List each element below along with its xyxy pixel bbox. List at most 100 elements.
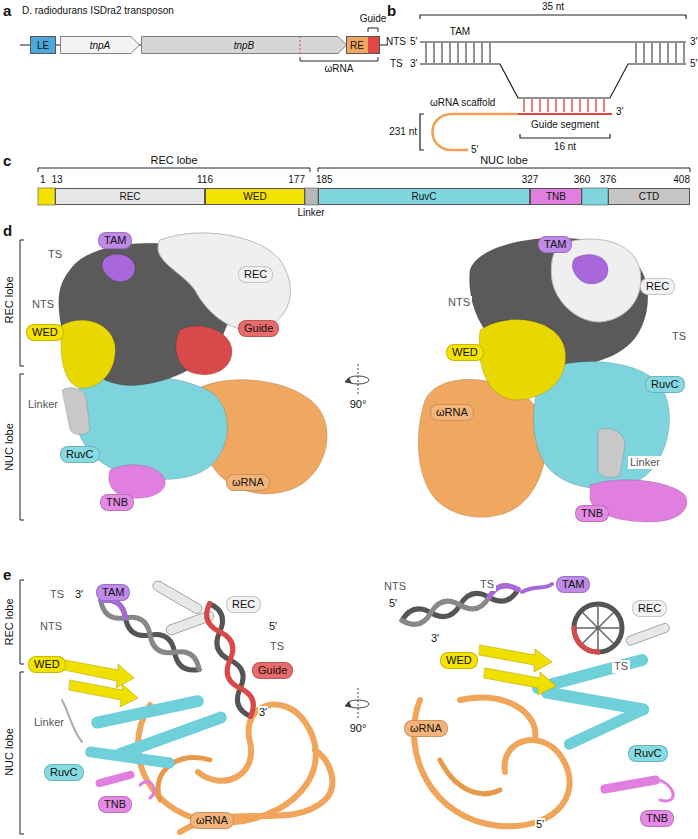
path-shape xyxy=(20,240,24,520)
node-text: tnpB xyxy=(234,40,255,51)
rect-shape xyxy=(305,188,318,205)
residue-number: 360 xyxy=(574,174,591,186)
lobe-label: REC lobe xyxy=(3,276,16,323)
path-shape xyxy=(400,582,520,628)
lobe-label: NUC lobe xyxy=(3,423,16,471)
path-shape xyxy=(345,702,351,707)
label-pill: TAM xyxy=(98,232,132,249)
node-text: REC xyxy=(244,268,267,280)
path-shape xyxy=(140,782,154,798)
strand-name: NTS xyxy=(38,620,64,633)
strand-name: TS xyxy=(390,58,403,70)
node-text: TAM xyxy=(104,234,126,246)
node-text: Guide xyxy=(244,322,273,334)
path-shape xyxy=(576,606,620,650)
label-pill: REC xyxy=(640,278,675,295)
node-text: TAM xyxy=(102,586,124,598)
label-pill: WED xyxy=(446,344,484,361)
label-pill: TNB xyxy=(98,796,132,813)
rect-shape xyxy=(582,188,608,205)
path-shape xyxy=(440,760,500,794)
lobe-label: NUC lobe xyxy=(480,154,528,167)
path-shape xyxy=(420,64,686,98)
node-text: TAM xyxy=(562,578,584,590)
node-text: REC xyxy=(232,598,255,610)
label-pill: TAM xyxy=(556,576,590,593)
node-text: REC xyxy=(646,280,669,292)
label-pill: RuvC xyxy=(645,376,685,393)
end-mark: 5′ xyxy=(535,818,545,831)
rna-label: Guide segment xyxy=(531,119,599,131)
node-text: LE xyxy=(37,40,49,51)
path-shape xyxy=(158,233,290,331)
residue-number: 185 xyxy=(316,174,333,186)
node-text: WED xyxy=(446,654,472,666)
node-text: REC xyxy=(638,602,661,614)
label-pill: REC xyxy=(238,266,273,283)
node-text: TAM xyxy=(544,238,566,250)
panel-letter: a xyxy=(3,2,11,20)
end-mark: 5′ xyxy=(268,620,278,633)
strand-name: NTS xyxy=(30,298,56,311)
domain-segment: WED xyxy=(205,188,305,205)
domain-label: Linker xyxy=(26,398,60,411)
path-shape xyxy=(479,320,566,400)
end-mark: 3′ xyxy=(616,106,623,118)
node-text: WED xyxy=(32,326,58,338)
path-shape xyxy=(358,364,359,396)
path-shape xyxy=(414,700,570,826)
domain-segment: TNB xyxy=(530,188,582,205)
circle-shape xyxy=(574,604,622,652)
rect-shape xyxy=(38,188,55,205)
label-pill: WED xyxy=(440,652,478,669)
path-shape xyxy=(300,57,378,61)
label-pill: TNB xyxy=(575,505,609,522)
path-shape xyxy=(358,688,359,720)
end-mark: 3′ xyxy=(690,36,697,48)
label-pill: TNB xyxy=(100,494,134,511)
end-mark: 5′ xyxy=(690,58,697,70)
rotation-symbols xyxy=(345,364,369,720)
path-shape xyxy=(418,379,546,517)
gene-arrow: tnpB xyxy=(141,36,347,54)
panel-title: D. radiodurans ISDra2 transposon xyxy=(22,5,174,17)
bracket-label: ωRNA xyxy=(325,63,354,75)
node-text: WED xyxy=(452,346,478,358)
path-shape xyxy=(345,378,351,383)
path-shape xyxy=(420,114,424,150)
residue-number: 1 xyxy=(40,174,46,186)
bracket-label: Guide xyxy=(360,13,387,25)
path-shape xyxy=(74,375,227,479)
end-mark: 5′ xyxy=(410,36,417,48)
node-text: REC xyxy=(119,191,140,202)
path-shape xyxy=(460,697,535,740)
panel-letter: c xyxy=(3,152,11,170)
label-pill: ωRNA xyxy=(190,812,234,829)
path-shape xyxy=(598,428,625,477)
rect-shape xyxy=(600,775,661,794)
path-shape xyxy=(202,601,257,719)
path-shape xyxy=(202,601,257,719)
end-mark: 5′ xyxy=(471,144,478,156)
panel-letter: b xyxy=(387,2,396,20)
rect-shape xyxy=(151,579,204,615)
path-shape xyxy=(180,750,332,832)
length-label: 16 nt xyxy=(554,141,576,153)
path-shape xyxy=(522,584,552,592)
node-text: RuvC xyxy=(50,766,78,778)
node-text: RuvC xyxy=(634,747,662,759)
path-shape xyxy=(62,388,90,435)
label-pill: ωRNA xyxy=(226,474,270,491)
end-mark: 3′ xyxy=(410,58,417,70)
node-text: RE xyxy=(350,40,364,51)
node-text: tnpA xyxy=(90,40,111,51)
path-shape xyxy=(420,15,686,19)
domain-label: Linker xyxy=(32,716,66,729)
end-mark: 5′ xyxy=(388,597,398,610)
strand-name: TS xyxy=(670,330,688,343)
residue-number: 327 xyxy=(522,174,539,186)
cartoon-right xyxy=(400,582,673,826)
domain-label: Linker xyxy=(297,207,324,219)
path-shape xyxy=(20,580,24,834)
